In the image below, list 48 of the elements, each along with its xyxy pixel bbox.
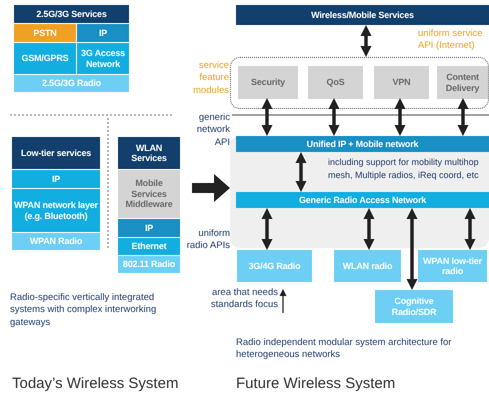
network-layer-box: Ethernet [118, 238, 180, 255]
annotation-text: uniform service API (Internet) [418, 28, 484, 53]
double-arrow [464, 208, 476, 250]
network-layer-box: Generic Radio Access Network [236, 192, 489, 208]
radio-box: WPAN low-tier radio [418, 250, 487, 282]
network-panel [230, 136, 489, 248]
network-layer-box: 3G Access Network [77, 43, 129, 74]
annotation-text: Radio-specific vertically integrated systems with complex interworking gateways [10, 292, 158, 330]
double-arrow [296, 152, 306, 192]
radio-box: Cognitive Radio/SDR [375, 290, 453, 323]
annotation-text: Radio independent modular system architecture for heterogeneous networks [236, 337, 452, 362]
annotation-text: generic network API [196, 112, 230, 150]
double-arrow [262, 208, 272, 250]
service-layer-box: Wireless/Mobile Services [236, 5, 489, 25]
double-arrow [364, 208, 374, 250]
double-arrow [262, 98, 272, 136]
network-layer-box: WPAN network layer (e.g. Bluetooth) [12, 189, 100, 232]
network-layer-box: IP [77, 24, 129, 42]
double-arrow [328, 98, 340, 136]
module-box: QoS [308, 66, 363, 99]
annotation-text: area that needs standards focus [210, 287, 278, 312]
radio-box: 2.5G/3G Radio [14, 75, 129, 92]
radio-box: WLAN radio [334, 250, 401, 282]
double-arrow [360, 25, 372, 57]
double-arrow [458, 98, 468, 136]
module-box: VPN [374, 66, 429, 99]
double-arrow [394, 98, 406, 136]
module-box: Mobile Services Middleware [118, 170, 180, 218]
double-arrow [406, 208, 418, 290]
annotation-text: uniform radio APIs [186, 228, 230, 253]
network-layer-box: IP [12, 170, 100, 188]
radio-box: 802.11 Radio [118, 256, 180, 273]
module-box: Content Delivery [437, 66, 488, 99]
service-layer-box: WLAN Services [118, 137, 180, 169]
protocol-box: PSTN [14, 24, 76, 42]
radio-box: WPAN Radio [12, 233, 100, 250]
section-title: Today’s Wireless System [12, 374, 180, 394]
radio-box: 3G/4G Radio [237, 250, 312, 282]
service-layer-box: 2.5G/3G Services [14, 5, 129, 23]
network-layer-box: Unified IP + Mobile network [236, 136, 489, 152]
group-label: service feature modules [192, 60, 229, 98]
service-layer-box: Low-tier services [12, 137, 100, 169]
network-layer-box: GSM/GPRS [14, 43, 76, 74]
transition-arrow [192, 174, 230, 202]
section-title: Future Wireless System [236, 374, 396, 394]
module-box: Security [238, 66, 298, 99]
panel-note: including support for mobility multihop mesh, Multiple radios, iReq coord, etc [328, 156, 480, 182]
network-layer-box: IP [118, 219, 180, 237]
